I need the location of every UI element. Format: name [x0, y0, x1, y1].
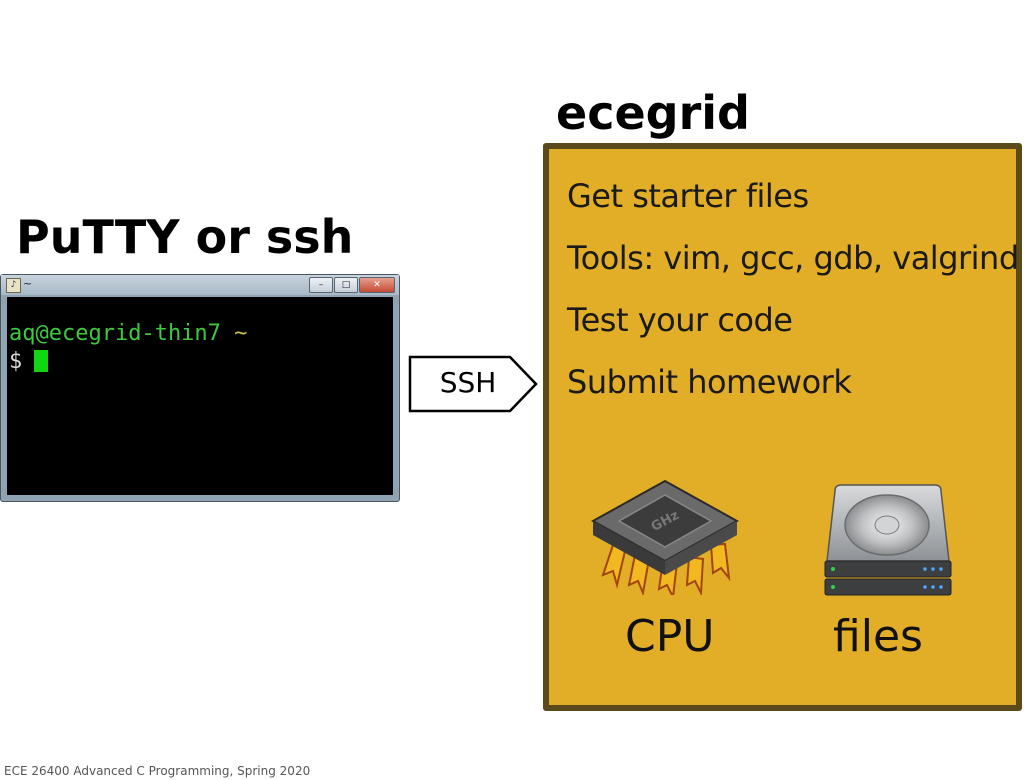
- task-item: Tools: vim, gcc, gdb, valgrind: [567, 239, 1019, 277]
- files-label: files: [833, 611, 923, 662]
- left-title: PuTTY or ssh: [16, 210, 354, 264]
- terminal-cwd: ~: [234, 321, 248, 346]
- putty-icon: ♪: [6, 278, 21, 293]
- maximize-button[interactable]: □: [334, 277, 358, 293]
- terminal-screen[interactable]: aq@ecegrid-thin7 ~ $: [7, 297, 393, 495]
- terminal-cursor: [34, 350, 49, 372]
- close-button[interactable]: ✕: [359, 277, 395, 293]
- terminal-title-text: ~: [23, 277, 33, 290]
- terminal-titlebar[interactable]: ♪ ~ – □ ✕: [1, 275, 399, 295]
- terminal-user-host: aq@ecegrid-thin7: [9, 321, 221, 346]
- cpu-label: CPU: [625, 611, 715, 662]
- ssh-arrow-label: SSH: [439, 366, 497, 399]
- ssh-arrow: [408, 355, 538, 413]
- terminal-input-line: $: [9, 349, 49, 374]
- terminal-window[interactable]: ♪ ~ – □ ✕ aq@ecegrid-thin7 ~ $: [0, 274, 400, 502]
- terminal-prompt-line: aq@ecegrid-thin7 ~: [9, 321, 247, 346]
- right-title: ecegrid: [556, 86, 750, 140]
- minimize-button[interactable]: –: [309, 277, 333, 293]
- task-item: Test your code: [567, 301, 793, 339]
- ecegrid-panel: Get starter files Tools: vim, gcc, gdb, …: [543, 143, 1022, 711]
- cpu-chip-icon: GHz: [590, 479, 740, 595]
- footer: ECE 26400 Advanced C Programming, Spring…: [4, 764, 311, 778]
- task-item: Get starter files: [567, 177, 809, 215]
- task-item: Submit homework: [567, 363, 852, 401]
- hard-drive-icon: [824, 484, 952, 596]
- terminal-prompt-symbol: $: [9, 349, 23, 374]
